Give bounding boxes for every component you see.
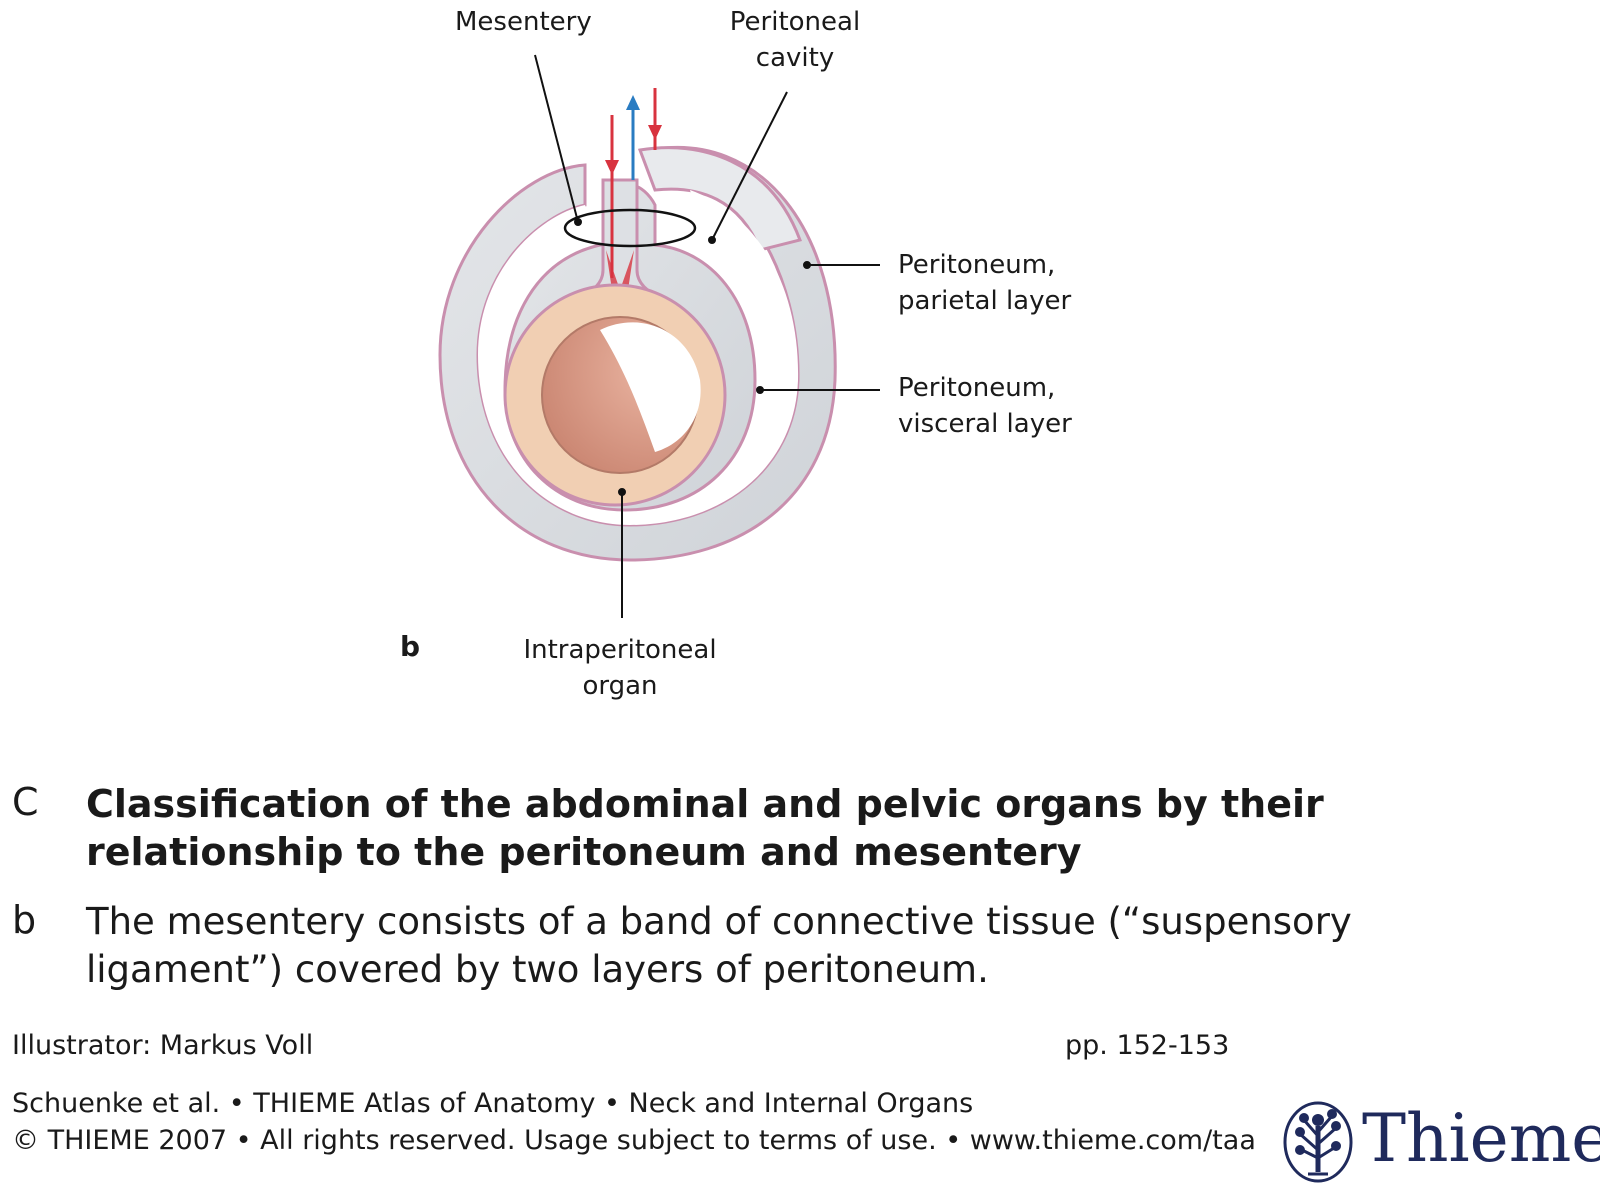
caption-sub-letter: b: [12, 898, 37, 942]
publisher-name: Thieme: [1362, 1100, 1600, 1177]
label-peritoneal-cavity-line1: Peritoneal: [729, 7, 861, 37]
mesentery-ring: [563, 208, 697, 248]
peritoneum-diagram: [438, 54, 880, 618]
citation-line: Schuenke et al. • THIEME Atlas of Anatom…: [12, 1088, 974, 1119]
illustrator-credit: Illustrator: Markus Voll: [12, 1030, 314, 1061]
label-peritoneal-cavity: Peritoneal cavity: [710, 4, 880, 76]
leader-lines: [534, 54, 880, 618]
label-organ-line2: organ: [582, 671, 658, 701]
label-parietal-line2: parietal layer: [898, 286, 1072, 316]
intraperitoneal-organ: [503, 283, 727, 507]
page-reference: pp. 152-153: [1065, 1030, 1230, 1061]
label-organ-line1: Intraperitoneal: [523, 635, 717, 665]
label-visceral-layer: Peritoneum, visceral layer: [898, 370, 1072, 442]
caption-body: The mesentery consists of a band of conn…: [86, 900, 1352, 991]
label-intraperitoneal-organ: Intraperitoneal organ: [515, 632, 725, 704]
vessels: [605, 88, 662, 278]
label-parietal-layer: Peritoneum, parietal layer: [898, 247, 1071, 319]
caption-heading: Classification of the abdominal and pelv…: [86, 782, 1324, 874]
panel-letter: b: [400, 630, 421, 663]
caption-section-letter: C: [12, 780, 39, 824]
label-parietal-line1: Peritoneum,: [898, 250, 1056, 280]
label-visceral-line1: Peritoneum,: [898, 373, 1056, 403]
label-mesentery: Mesentery: [455, 7, 592, 37]
label-peritoneal-cavity-line2: cavity: [755, 43, 835, 73]
tree-emblem-icon: [1282, 1100, 1354, 1184]
copyright-line: © THIEME 2007 • All rights reserved. Usa…: [12, 1125, 1256, 1156]
label-visceral-line2: visceral layer: [898, 409, 1072, 439]
